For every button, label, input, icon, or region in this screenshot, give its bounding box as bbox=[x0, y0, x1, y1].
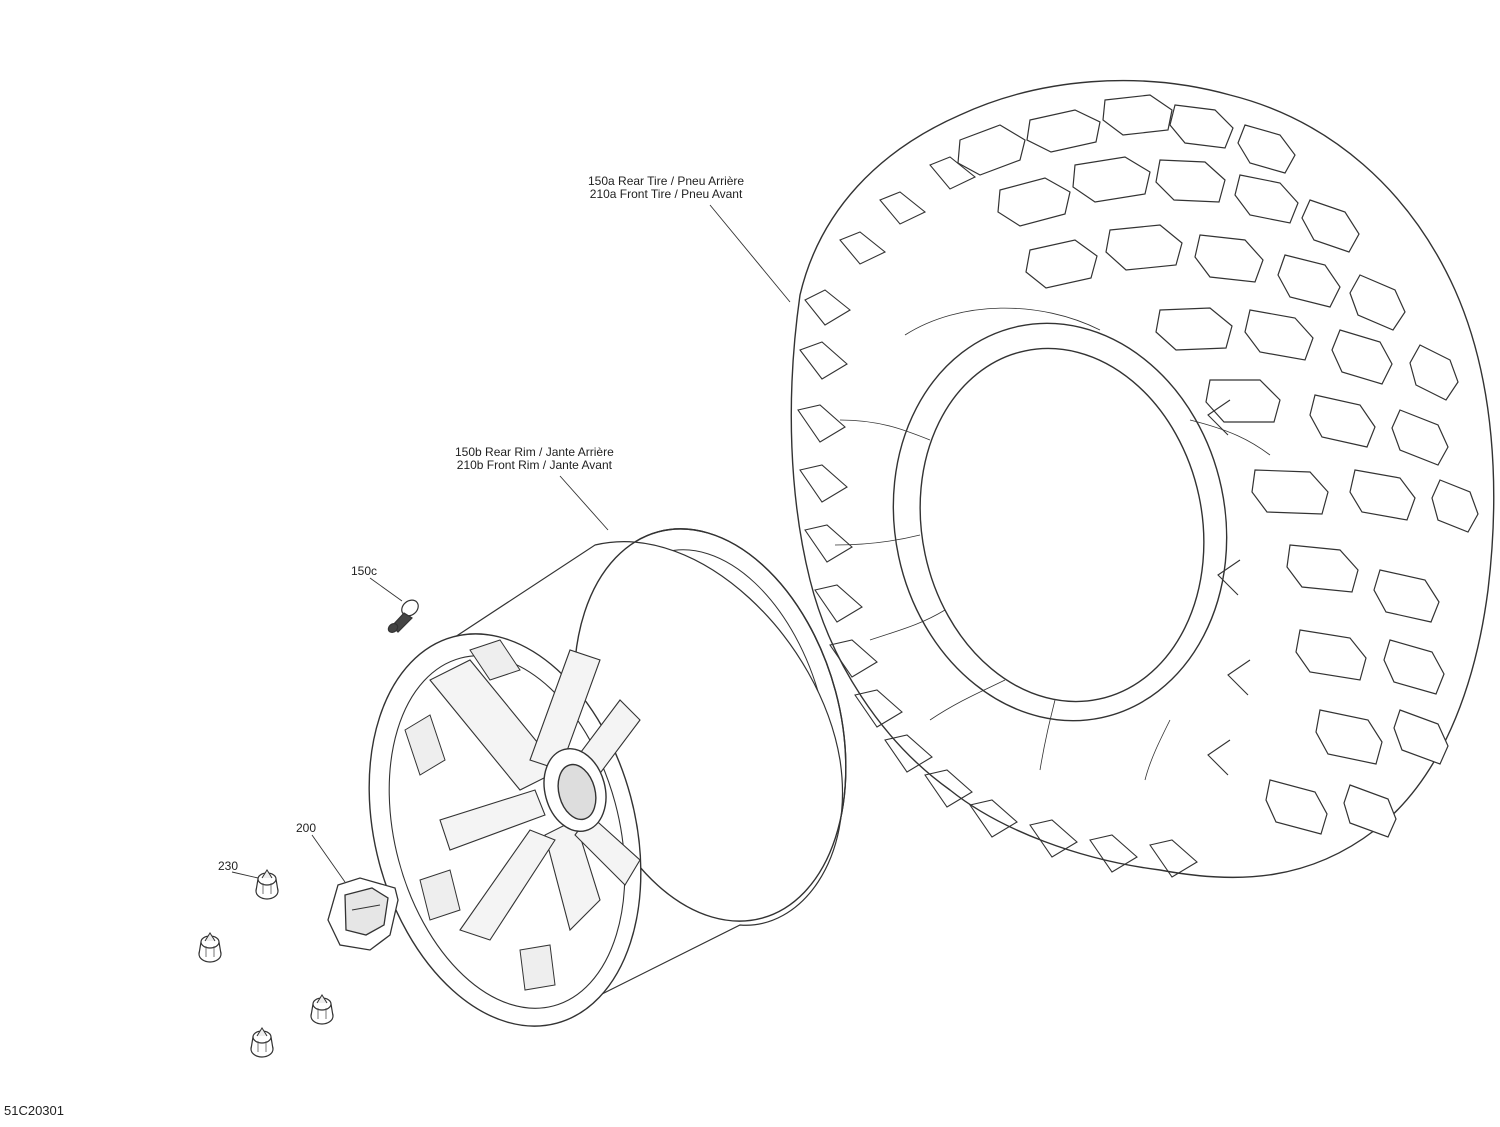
lug-nuts bbox=[198, 869, 334, 1058]
callout-center-cap: 200 bbox=[296, 821, 317, 835]
leader-lines bbox=[231, 204, 791, 883]
lug-nut-2 bbox=[198, 932, 222, 963]
callout-rim: 150b Rear Rim / Jante Arrière 210b Front… bbox=[455, 446, 614, 472]
callout-tire-line2: 210a Front Tire / Pneu Avant bbox=[589, 187, 743, 201]
tire bbox=[790, 79, 1495, 879]
callout-tire-line1: 150a Rear Tire / Pneu Arrière bbox=[588, 174, 745, 188]
tire-bead-inner bbox=[919, 347, 1205, 703]
leader-tire bbox=[709, 204, 791, 303]
sidewall-lugs bbox=[797, 156, 1251, 878]
center-cap bbox=[327, 877, 399, 951]
reference-code: 51C20301 bbox=[4, 1103, 64, 1118]
tread-blocks bbox=[957, 94, 1479, 838]
callout-rim-line1: 150b Rear Rim / Jante Arrière bbox=[455, 445, 614, 459]
lug-nut-4 bbox=[250, 1027, 274, 1058]
tire-bead-outer bbox=[892, 322, 1228, 722]
leader-valve bbox=[369, 577, 403, 602]
leader-rim bbox=[559, 475, 609, 531]
callout-lug-nut: 230 bbox=[218, 859, 239, 873]
lug-nut-1 bbox=[255, 869, 279, 900]
lug-nut-3 bbox=[310, 994, 334, 1025]
callout-tire: 150a Rear Tire / Pneu Arrière 210a Front… bbox=[588, 175, 744, 201]
rim bbox=[368, 528, 847, 1027]
callout-valve: 150c bbox=[351, 564, 378, 578]
valve-stem bbox=[387, 599, 419, 634]
leader-center-cap bbox=[311, 834, 346, 883]
leader-lug-nut bbox=[231, 871, 259, 879]
callout-rim-line2: 210b Front Rim / Jante Avant bbox=[456, 458, 612, 472]
